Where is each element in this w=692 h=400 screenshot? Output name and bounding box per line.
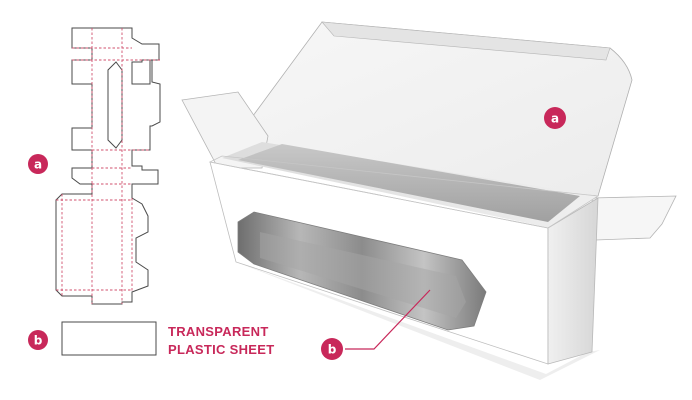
callout-b-right-label: b (328, 343, 337, 357)
dieline-template (55, 27, 161, 305)
box-shadow (236, 262, 600, 380)
dieline-fold-lines (56, 28, 160, 304)
sheet-label-line1: TRANSPARENT (168, 324, 269, 339)
callout-a-right-label: a (551, 112, 559, 126)
callout-b-left-label: b (34, 334, 43, 348)
leader-line (345, 289, 431, 350)
box-3d (181, 21, 677, 380)
plastic-sheet-outline (61, 321, 157, 356)
callout-a-right: a (544, 107, 566, 129)
box-top-rim (208, 155, 600, 229)
callout-a-left-label: a (34, 158, 42, 172)
dieline-window-cut (107, 61, 123, 149)
box-end-panel (547, 197, 599, 365)
box-lid-tuck (321, 21, 611, 61)
callout-b-right: b (321, 289, 431, 360)
dieline-inner-cut (91, 62, 133, 168)
sheet-label-line2: PLASTIC SHEET (168, 342, 274, 357)
box-inner-floor (238, 144, 580, 222)
callout-a-left: a (28, 154, 48, 174)
box-window-inner (260, 232, 466, 318)
box-right-flap (591, 195, 677, 241)
callout-b-left: b (28, 330, 48, 350)
